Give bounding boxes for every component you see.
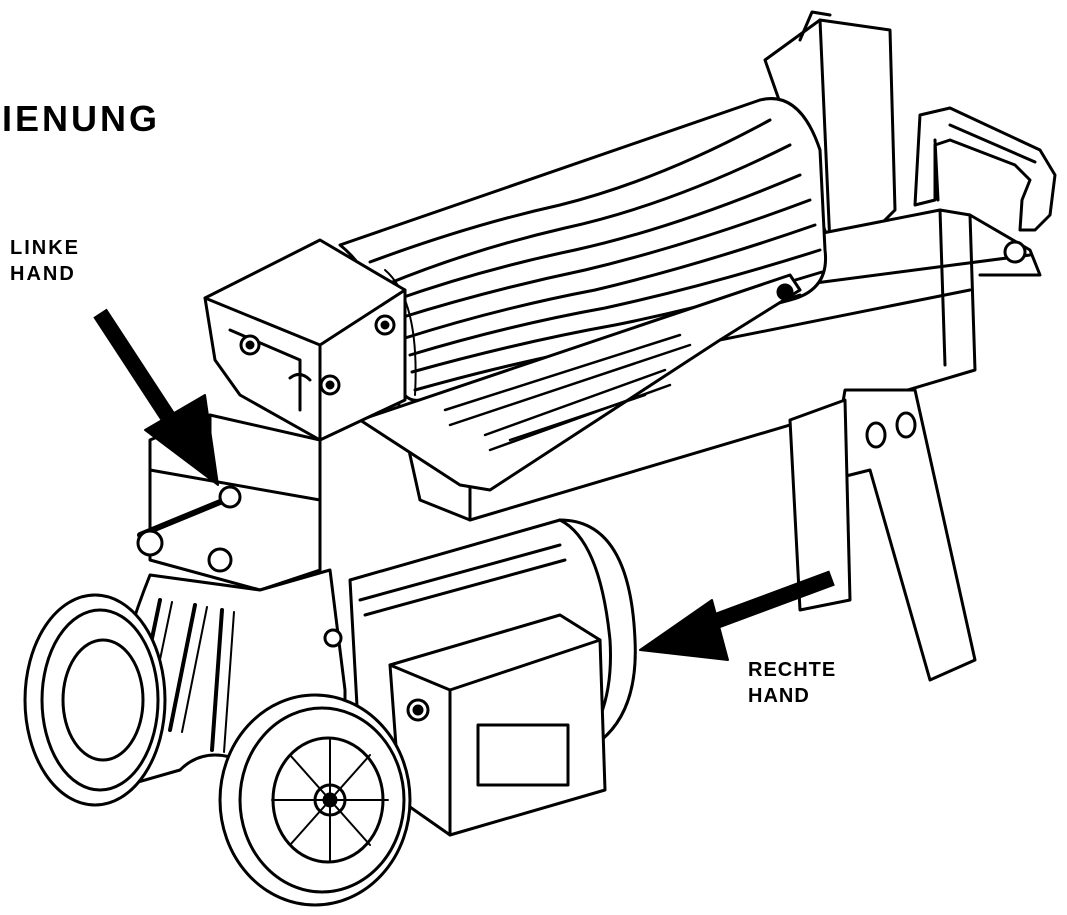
- label-left-hand: LINKE HAND: [10, 236, 80, 287]
- control-lever: [136, 485, 242, 573]
- label-left-hand-line2: HAND: [10, 262, 76, 285]
- right-wheel: [218, 693, 412, 907]
- control-box: [388, 613, 607, 837]
- rear-leg: [788, 388, 977, 682]
- wedge-head: [203, 238, 407, 442]
- label-left-hand-line1: LINKE: [10, 237, 80, 259]
- heading-title: IENUNG: [2, 98, 161, 139]
- label-right-hand: RECHTE HAND: [748, 658, 836, 709]
- log: [338, 97, 828, 402]
- log-guard: [358, 273, 802, 492]
- label-right-hand-line1: RECHTE: [748, 659, 837, 681]
- label-right-hand-line2: HAND: [748, 684, 810, 707]
- rear-handle: [913, 106, 1057, 232]
- arrow-right-hand: [639, 570, 835, 661]
- left-wheel: [23, 593, 167, 807]
- arrow-left-hand: [93, 308, 219, 486]
